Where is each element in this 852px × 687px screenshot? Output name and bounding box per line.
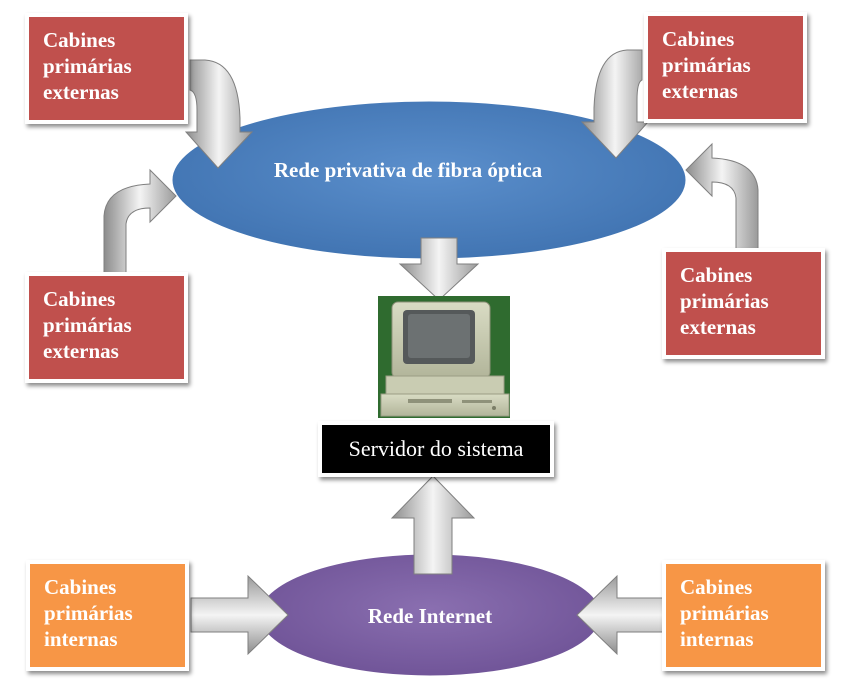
arrow-internet-to-server xyxy=(390,475,476,575)
cabin-label-line: internas xyxy=(44,627,118,651)
cabin-label-line: externas xyxy=(680,315,756,339)
curved-arrow-left-middle xyxy=(103,168,177,277)
cabin-label-line: Cabines xyxy=(44,575,117,599)
cabin-label-line: primárias xyxy=(44,601,133,625)
cabin-label-line: externas xyxy=(43,80,119,104)
cabin-label-line: externas xyxy=(43,339,119,363)
arrow-left-internal-to-internet xyxy=(190,574,289,656)
cabin-label-line: primárias xyxy=(680,601,769,625)
cabin-label-line: primárias xyxy=(43,54,132,78)
cabin-label-line: Cabines xyxy=(43,28,116,52)
cabin-label-line: internas xyxy=(680,627,754,651)
external-cabin-left-middle: Cabines primárias externas xyxy=(25,272,188,383)
external-cabin-top-right: Cabines primárias externas xyxy=(644,12,807,123)
desktop-computer-icon xyxy=(378,296,510,418)
external-cabin-top-left: Cabines primárias externas xyxy=(25,13,188,124)
internet-network-label: Rede Internet xyxy=(368,604,492,628)
curved-arrow-top-right xyxy=(580,49,650,159)
cabin-label-line: Cabines xyxy=(680,263,753,287)
cabin-label-line: primárias xyxy=(43,313,132,337)
fiber-network-label: Rede privativa de fibra óptica xyxy=(274,158,543,182)
server-label: Servidor do sistema xyxy=(318,421,554,477)
internal-cabin-left: Cabines primárias internas xyxy=(26,560,189,671)
cabin-label-line: Cabines xyxy=(43,287,116,311)
arrow-fiber-to-server xyxy=(398,237,480,301)
internal-cabin-right: Cabines primárias internas xyxy=(662,560,825,671)
cabin-label-line: Cabines xyxy=(662,27,735,51)
cabin-label-line: primárias xyxy=(680,289,769,313)
fiber-network-node: Rede privativa de fibra óptica xyxy=(165,97,693,269)
curved-arrow-top-left xyxy=(184,59,254,169)
cabin-label-line: primárias xyxy=(662,53,751,77)
external-cabin-right-middle: Cabines primárias externas xyxy=(662,248,825,359)
cabin-label-line: Cabines xyxy=(680,575,753,599)
curved-arrow-right-middle xyxy=(685,142,759,251)
cabin-label-line: externas xyxy=(662,79,738,103)
arrow-right-internal-to-internet xyxy=(576,574,667,656)
